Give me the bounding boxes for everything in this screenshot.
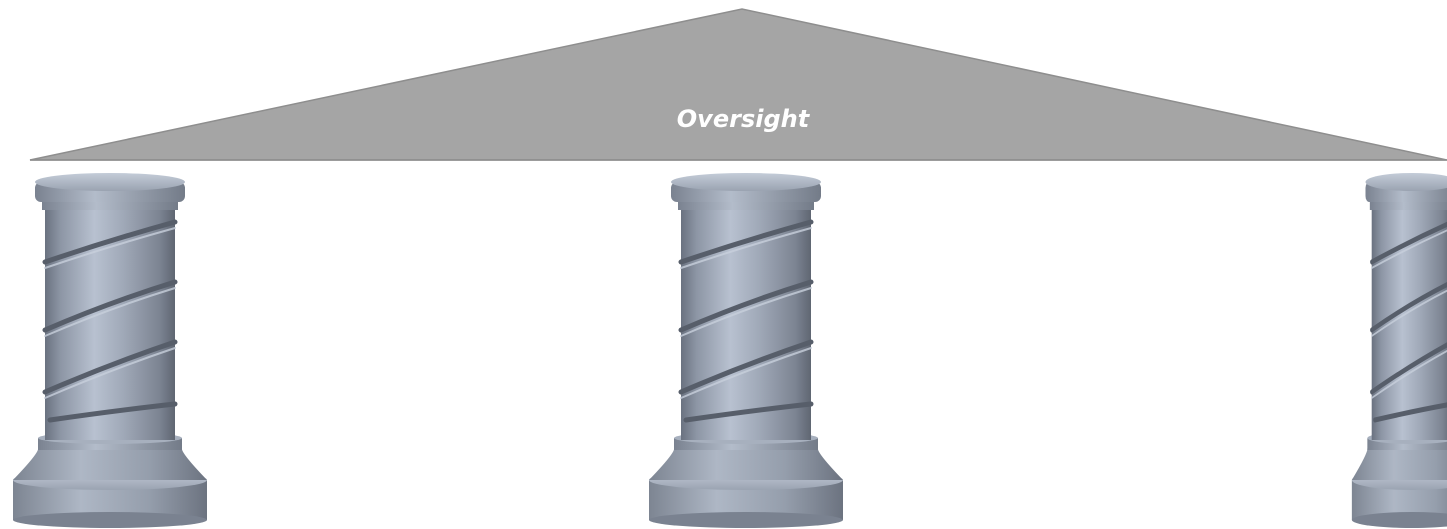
pillar-right [1352, 173, 1447, 528]
pillar-left [13, 173, 207, 528]
roof-label: Oversight [677, 105, 811, 133]
roof-triangle [30, 9, 1447, 160]
pillar-center [649, 173, 843, 528]
